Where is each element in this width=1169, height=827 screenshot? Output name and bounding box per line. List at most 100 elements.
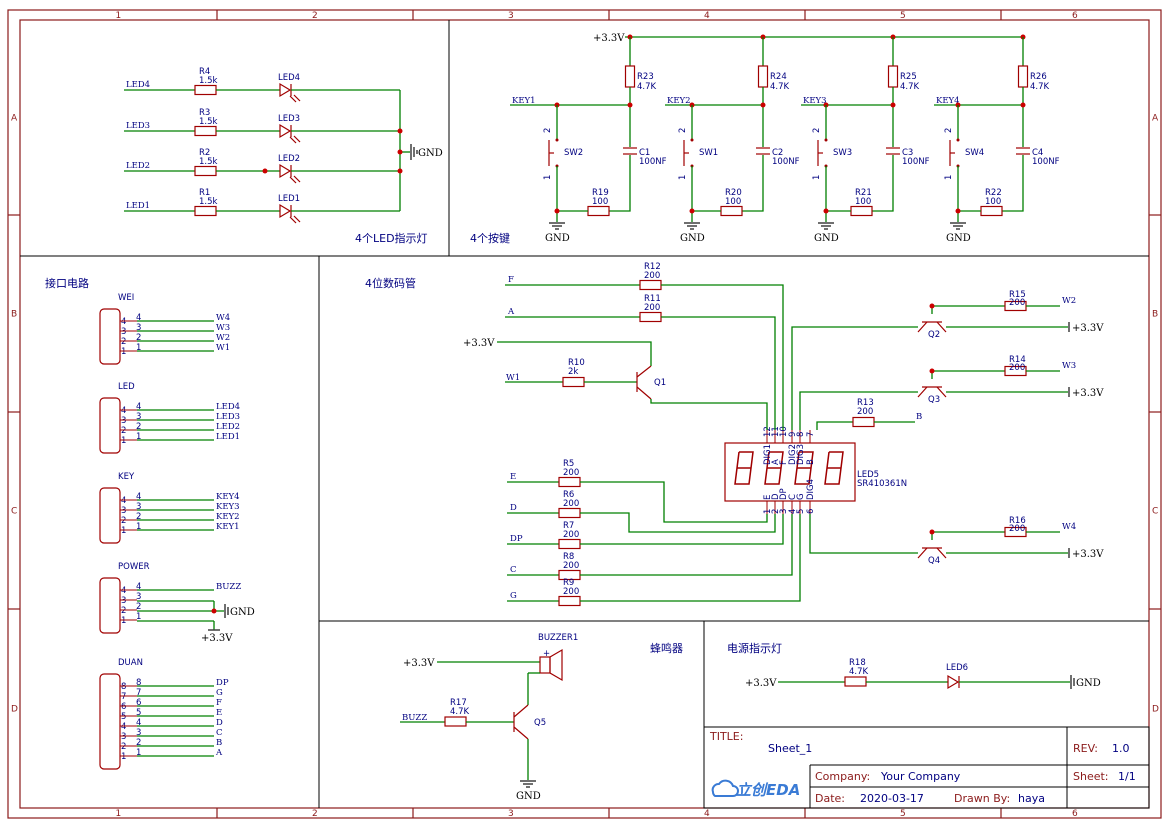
led-ref: LED4	[278, 73, 300, 83]
grid-row-label: C	[11, 507, 17, 517]
header-pin-inner: 1	[136, 748, 141, 758]
pullup-resistor	[1017, 65, 1029, 88]
switch-ref: SW1	[699, 148, 718, 158]
pullup-ref: R25	[900, 72, 917, 82]
seg-b-val: 200	[857, 407, 873, 417]
led-res-val: 1.5k	[199, 76, 218, 86]
seg-net-label: DP	[510, 534, 523, 544]
tb-rev-label: REV:	[1073, 742, 1098, 755]
series-resistor	[980, 205, 1003, 217]
header-body	[99, 577, 121, 634]
q-ref: Q2	[928, 330, 940, 340]
header-body	[99, 487, 121, 544]
q1-ref: Q1	[654, 378, 666, 388]
led-ref: LED3	[278, 114, 300, 124]
q1-resistor	[562, 376, 585, 388]
seg-net-label: A	[507, 307, 515, 317]
display-pin-num: 10	[779, 426, 789, 437]
seg-net-label: D	[510, 503, 517, 513]
led-ray	[293, 215, 301, 223]
display-pin-name: DIG1	[763, 444, 773, 465]
junction-dot	[890, 102, 896, 108]
header-pin-inner: 4	[136, 582, 141, 592]
seg-res-val: 200	[644, 303, 660, 313]
cap-val: 100NF	[902, 157, 930, 167]
led-net-label: LED2	[126, 161, 150, 171]
grid-row-label: A	[1152, 114, 1159, 124]
header-pin-num: 2	[121, 516, 126, 526]
wire	[809, 514, 918, 554]
seg-res-val: 200	[644, 271, 660, 281]
header-net-label: W3	[216, 323, 230, 333]
seg-res-val: 200	[563, 499, 579, 509]
q1-res-val: 2k	[568, 367, 578, 377]
driver-res-ref: R14	[1009, 355, 1026, 365]
header-net-label: KEY3	[216, 502, 240, 512]
junction-dot	[1020, 102, 1026, 108]
wire	[742, 155, 764, 212]
junction-dot	[689, 208, 695, 214]
grid-col-label: 6	[1072, 11, 1078, 21]
led-resistor	[194, 125, 217, 137]
header-pin-num: 1	[121, 347, 126, 357]
wire	[650, 399, 768, 430]
header-pin-inner: 6	[136, 698, 141, 708]
header-pin-inner: 1	[136, 612, 141, 622]
header-net-label: W4	[216, 313, 230, 323]
header-pin-num: 8	[121, 682, 126, 692]
series-ref: R22	[985, 188, 1002, 198]
led-ray	[293, 135, 301, 143]
led-diode	[279, 123, 292, 139]
seg-res-ref: R7	[563, 521, 574, 531]
led-net-label: LED1	[126, 201, 150, 211]
section-borders	[20, 20, 1149, 808]
pled-vcc-label: +3.3V	[745, 678, 777, 689]
grid-row-label: B	[1152, 310, 1158, 320]
wire	[580, 514, 793, 576]
header-pin-inner: 1	[136, 522, 141, 532]
q-collector	[917, 386, 928, 398]
header-net-label: LED4	[216, 402, 240, 412]
wire	[580, 514, 784, 545]
digit-segments	[824, 451, 844, 485]
driver-net-label: W4	[1062, 522, 1076, 532]
junction-dot	[929, 303, 935, 309]
seg-res-ref: R6	[563, 490, 574, 500]
seg-net-label: C	[510, 565, 517, 575]
buzz-net: BUZZ	[402, 713, 427, 723]
cap-ref: C3	[902, 148, 913, 158]
led-ray	[293, 94, 301, 102]
display-pin-num: 1	[763, 509, 773, 514]
header-pin-inner: 1	[136, 343, 141, 353]
header-net-label: LED1	[216, 432, 240, 442]
seg-net-label: F	[508, 275, 514, 285]
seg-resistor	[639, 279, 662, 291]
tb-sheet: 1/1	[1118, 770, 1136, 783]
grid-col-label: 4	[704, 809, 710, 819]
header-net-label: A	[215, 748, 223, 758]
logo-text: 立创EDA	[736, 781, 800, 799]
grid-row-label: B	[11, 310, 17, 320]
header-pin-num: 6	[121, 702, 126, 712]
header-net-label: KEY1	[216, 522, 240, 532]
wire	[580, 514, 801, 602]
header-pin-num: 5	[121, 712, 126, 722]
display-pin-name: DIG4	[806, 479, 816, 500]
series-ref: R21	[855, 188, 872, 198]
led-ray	[289, 95, 297, 103]
pullup-val: 4.7K	[1030, 82, 1050, 92]
pullup-resistor	[624, 65, 636, 88]
cap-val: 100NF	[772, 157, 800, 167]
seg-net-label: E	[510, 472, 516, 482]
buzzer-plus: +	[543, 649, 550, 659]
series-resistor	[587, 205, 610, 217]
seg-resistor	[558, 507, 581, 519]
driver-res-ref: R15	[1009, 290, 1026, 300]
header-net-label: LED3	[216, 412, 240, 422]
display-pin-num: 8	[796, 432, 806, 437]
seg-b-resistor	[852, 416, 875, 428]
wire	[609, 155, 631, 212]
q-ref: Q4	[928, 556, 940, 566]
seg-b-net: B	[916, 412, 922, 422]
